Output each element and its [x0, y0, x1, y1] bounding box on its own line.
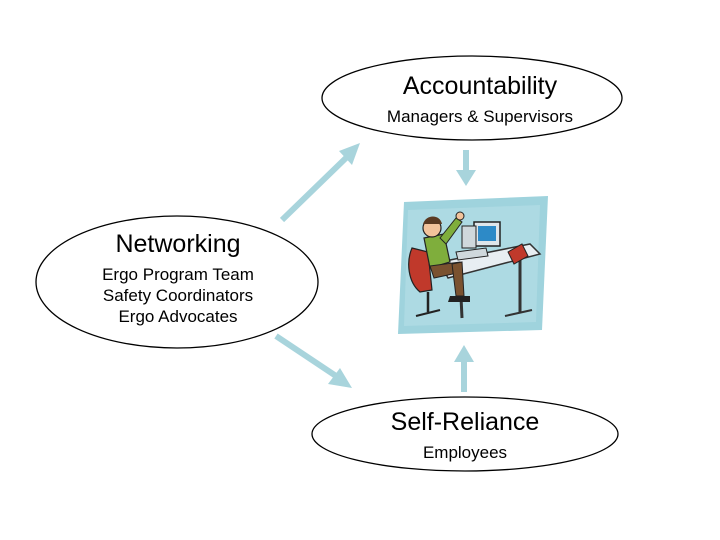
- self-reliance-title: Self-Reliance: [312, 408, 618, 436]
- networking-line-ergo-program-team: Ergo Program Team: [38, 264, 318, 285]
- networking-node: Networking Ergo Program Team Safety Coor…: [38, 230, 318, 327]
- networking-line-safety-coordinators: Safety Coordinators: [38, 285, 318, 306]
- arrow-networking-to-self-reliance: [276, 336, 352, 388]
- arrow-self-reliance-to-clipart: [454, 345, 474, 392]
- accountability-subtitle: Managers & Supervisors: [330, 106, 630, 127]
- accountability-node: Accountability Managers & Supervisors: [330, 72, 630, 127]
- self-reliance-node: Self-Reliance Employees: [312, 408, 618, 463]
- arrow-networking-to-accountability: [282, 143, 360, 220]
- networking-title: Networking: [38, 230, 318, 258]
- self-reliance-subtitle: Employees: [312, 442, 618, 463]
- accountability-title: Accountability: [330, 72, 630, 100]
- arrow-accountability-to-clipart: [456, 150, 476, 186]
- networking-line-ergo-advocates: Ergo Advocates: [38, 306, 318, 327]
- person-at-computer-desk-icon: [398, 196, 548, 334]
